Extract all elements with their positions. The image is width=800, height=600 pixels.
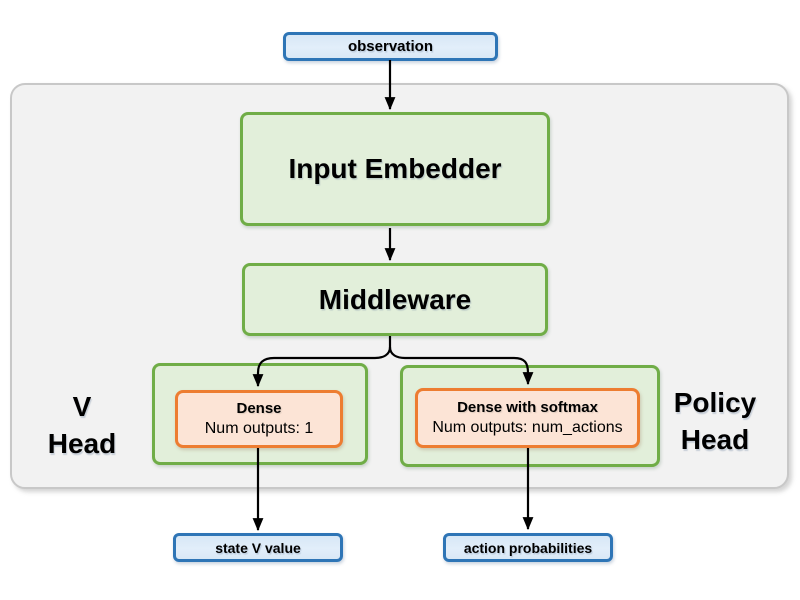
action-probabilities-label: action probabilities — [463, 539, 593, 556]
action-probabilities-node: action probabilities — [443, 533, 613, 562]
v-dense-title: Dense — [236, 400, 282, 417]
middleware-node: Middleware — [242, 263, 548, 336]
state-v-value-node: state V value — [173, 533, 343, 562]
state-v-value-label: state V value — [215, 539, 301, 556]
v-head-label-line1: V — [72, 391, 92, 422]
policy-dense-title: Dense with softmax — [457, 399, 598, 416]
policy-head-label: Policy Head — [642, 384, 788, 458]
policy-head-dense-node: Dense with softmax Num outputs: num_acti… — [415, 388, 640, 448]
observation-node: observation — [283, 32, 498, 61]
v-head-label-line2: Head — [47, 428, 117, 459]
v-head-label: V Head — [22, 388, 142, 462]
policy-head-label-line1: Policy — [673, 387, 757, 418]
v-head-dense-node: Dense Num outputs: 1 — [175, 390, 343, 448]
policy-dense-subtitle: Num outputs: num_actions — [432, 419, 623, 436]
v-dense-subtitle: Num outputs: 1 — [204, 420, 314, 437]
policy-head-label-line2: Head — [680, 424, 750, 455]
observation-label: observation — [347, 38, 434, 55]
input-embedder-node: Input Embedder — [240, 112, 550, 226]
middleware-label: Middleware — [318, 283, 472, 315]
input-embedder-label: Input Embedder — [288, 153, 502, 184]
